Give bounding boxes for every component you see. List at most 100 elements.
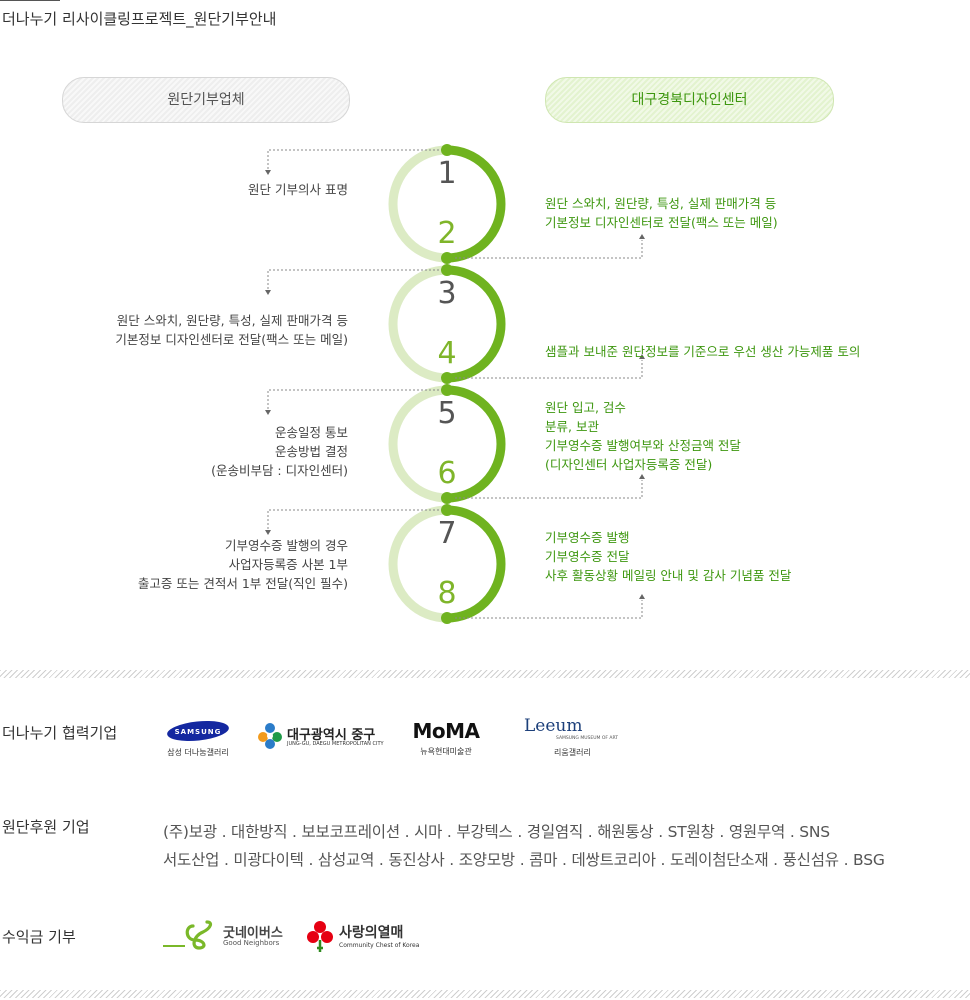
column-header-design-center: 대구경북디자인센터 bbox=[545, 77, 834, 123]
sponsors-label: 원단후원 기업 bbox=[2, 818, 90, 836]
ring-3-front bbox=[446, 385, 506, 503]
step-number-8: 8 bbox=[437, 576, 457, 611]
arrow-down-2 bbox=[265, 290, 271, 295]
note-line: 기부영수증 전달 bbox=[545, 549, 630, 564]
connector-left-4 bbox=[267, 509, 447, 530]
note-line: 운송방법 결정 bbox=[275, 444, 348, 459]
connector-left-1 bbox=[267, 149, 447, 170]
step-number-3: 3 bbox=[437, 276, 457, 311]
junggu-name: 대구광역시 중구 bbox=[287, 728, 376, 743]
sponsors-line-1: (주)보광 . 대한방직 . 보보코프레이션 . 시마 . 부강텍스 . 경일염… bbox=[163, 823, 830, 841]
joint-bottom-2 bbox=[441, 372, 453, 384]
note-line: (디자인센터 사업자등록증 전달) bbox=[545, 457, 713, 472]
love-fruit-icon bbox=[307, 921, 333, 952]
step-number-6: 6 bbox=[437, 456, 457, 491]
connector-right-2 bbox=[447, 360, 643, 379]
connector-left-3 bbox=[267, 389, 447, 410]
junggu-emblem-icon bbox=[258, 723, 282, 749]
moma-caption: 뉴욕현대미술관 bbox=[420, 747, 472, 756]
note-line: (운송비부담 : 디자인센터) bbox=[211, 463, 348, 478]
good-neighbors-logo[interactable]: 굿네이버스 Good Neighbors bbox=[163, 918, 293, 954]
partners-label: 더나누기 협력기업 bbox=[2, 724, 118, 742]
arrow-up-2 bbox=[639, 354, 645, 359]
ring-1-front bbox=[446, 145, 506, 263]
joint-bottom-1 bbox=[441, 252, 453, 264]
ring-joints bbox=[441, 144, 453, 624]
step-number-5: 5 bbox=[437, 396, 457, 431]
joint-bottom-3 bbox=[441, 492, 453, 504]
step-number-7: 7 bbox=[437, 516, 457, 551]
flow-arrows bbox=[265, 170, 645, 599]
ring-2-front bbox=[446, 265, 506, 383]
samsung-logo[interactable]: SAMSUNG 삼성 더나눔갤러리 bbox=[163, 720, 233, 758]
arrow-up-1 bbox=[639, 234, 645, 239]
community-chest-logo[interactable]: 사랑의열매 Community Chest of Korea bbox=[305, 918, 435, 958]
note-line: 운송일정 통보 bbox=[275, 425, 348, 440]
arrow-up-3 bbox=[639, 474, 645, 479]
connector-right-1 bbox=[447, 240, 643, 259]
arrow-up-4 bbox=[639, 594, 645, 599]
arrow-down-1 bbox=[265, 170, 271, 175]
step-number-1: 1 bbox=[437, 156, 457, 191]
flow-connectors bbox=[267, 149, 643, 619]
joint-top-3 bbox=[441, 384, 453, 396]
joint-bottom-4 bbox=[441, 612, 453, 624]
note-line: 기부영수증 발행 bbox=[545, 530, 630, 545]
center-step-note-2: 샘플과 보내준 원단정보를 기준으로 우선 생산 가능제품 토의 bbox=[545, 342, 860, 361]
note-line: 사후 활동상황 메일링 안내 및 감사 기념품 전달 bbox=[545, 568, 792, 583]
arrow-down-4 bbox=[265, 530, 271, 535]
joint-top-4 bbox=[441, 504, 453, 516]
moma-wordmark: MoMA bbox=[412, 719, 480, 743]
note-line: 출고증 또는 견적서 1부 전달(직인 필수) bbox=[137, 576, 348, 591]
community-chest-caption: Community Chest of Korea bbox=[339, 942, 420, 949]
connector-right-3 bbox=[447, 480, 643, 499]
leeum-logo[interactable]: Leeum SAMSUNG MUSEUM OF ART 리움갤러리 bbox=[520, 716, 620, 758]
column-header-donor: 원단기부업체 bbox=[62, 77, 350, 123]
samsung-caption: 삼성 더나눔갤러리 bbox=[167, 748, 229, 757]
connector-right-4 bbox=[447, 600, 643, 619]
note-line: 원단 스와치, 원단량, 특성, 실제 판매가격 등 bbox=[116, 313, 348, 328]
note-line: 분류, 보관 bbox=[545, 419, 599, 434]
page-title: 더나누기 리사이클링프로젝트_원단기부안내 bbox=[2, 10, 277, 28]
community-chest-name: 사랑의열매 bbox=[339, 925, 404, 941]
arrow-down-3 bbox=[265, 410, 271, 415]
donation-label: 수익금 기부 bbox=[2, 928, 76, 946]
step-number-2: 2 bbox=[437, 216, 457, 251]
samsung-emblem-icon: SAMSUNG bbox=[167, 721, 229, 741]
leeum-wordmark: Leeum bbox=[524, 716, 583, 736]
flow-diagram bbox=[265, 144, 645, 624]
leeum-subcaption: SAMSUNG MUSEUM OF ART bbox=[556, 736, 619, 741]
joint-top-2 bbox=[441, 264, 453, 276]
good-neighbors-caption: Good Neighbors bbox=[223, 939, 280, 947]
note-line: 사업자등록증 사본 1부 bbox=[228, 557, 348, 572]
ring-4-front bbox=[446, 505, 506, 623]
note-line: 원단 기부의사 표명 bbox=[248, 182, 348, 197]
donor-step-note-1: 원단 기부의사 표명 bbox=[248, 180, 348, 199]
svg-text:SAMSUNG: SAMSUNG bbox=[175, 728, 222, 736]
note-line: 샘플과 보내준 원단정보를 기준으로 우선 생산 가능제품 토의 bbox=[545, 344, 861, 359]
sponsors-line-2: 서도산업 . 미광다이텍 . 삼성교역 . 동진상사 . 조양모방 . 콤마 .… bbox=[163, 851, 885, 869]
leeum-caption: 리움갤러리 bbox=[554, 748, 591, 757]
good-neighbors-name: 굿네이버스 bbox=[223, 926, 283, 941]
step-number-4: 4 bbox=[437, 336, 457, 371]
joint-top-1 bbox=[441, 144, 453, 156]
note-line: 기부영수증 발행의 경우 bbox=[225, 538, 348, 553]
connector-left-2 bbox=[267, 269, 447, 290]
note-line: 기본정보 디자인센터로 전달(팩스 또는 메일) bbox=[115, 332, 348, 347]
note-line: 기본정보 디자인센터로 전달(팩스 또는 메일) bbox=[545, 215, 778, 230]
note-line: 기부영수증 발행여부와 산정금액 전달 bbox=[545, 438, 741, 453]
junggu-caption: JUNG-GU, DAEGU METROPOLITAN CITY bbox=[287, 741, 384, 747]
divider-top bbox=[0, 670, 970, 678]
top-rule bbox=[0, 0, 60, 1]
good-neighbors-emblem-icon bbox=[163, 920, 213, 950]
moma-logo[interactable]: MoMA 뉴욕현대미술관 bbox=[410, 720, 482, 757]
divider-bottom bbox=[0, 990, 970, 998]
note-line: 원단 스와치, 원단량, 특성, 실제 판매가격 등 bbox=[545, 196, 777, 211]
note-line: 원단 입고, 검수 bbox=[545, 400, 626, 415]
